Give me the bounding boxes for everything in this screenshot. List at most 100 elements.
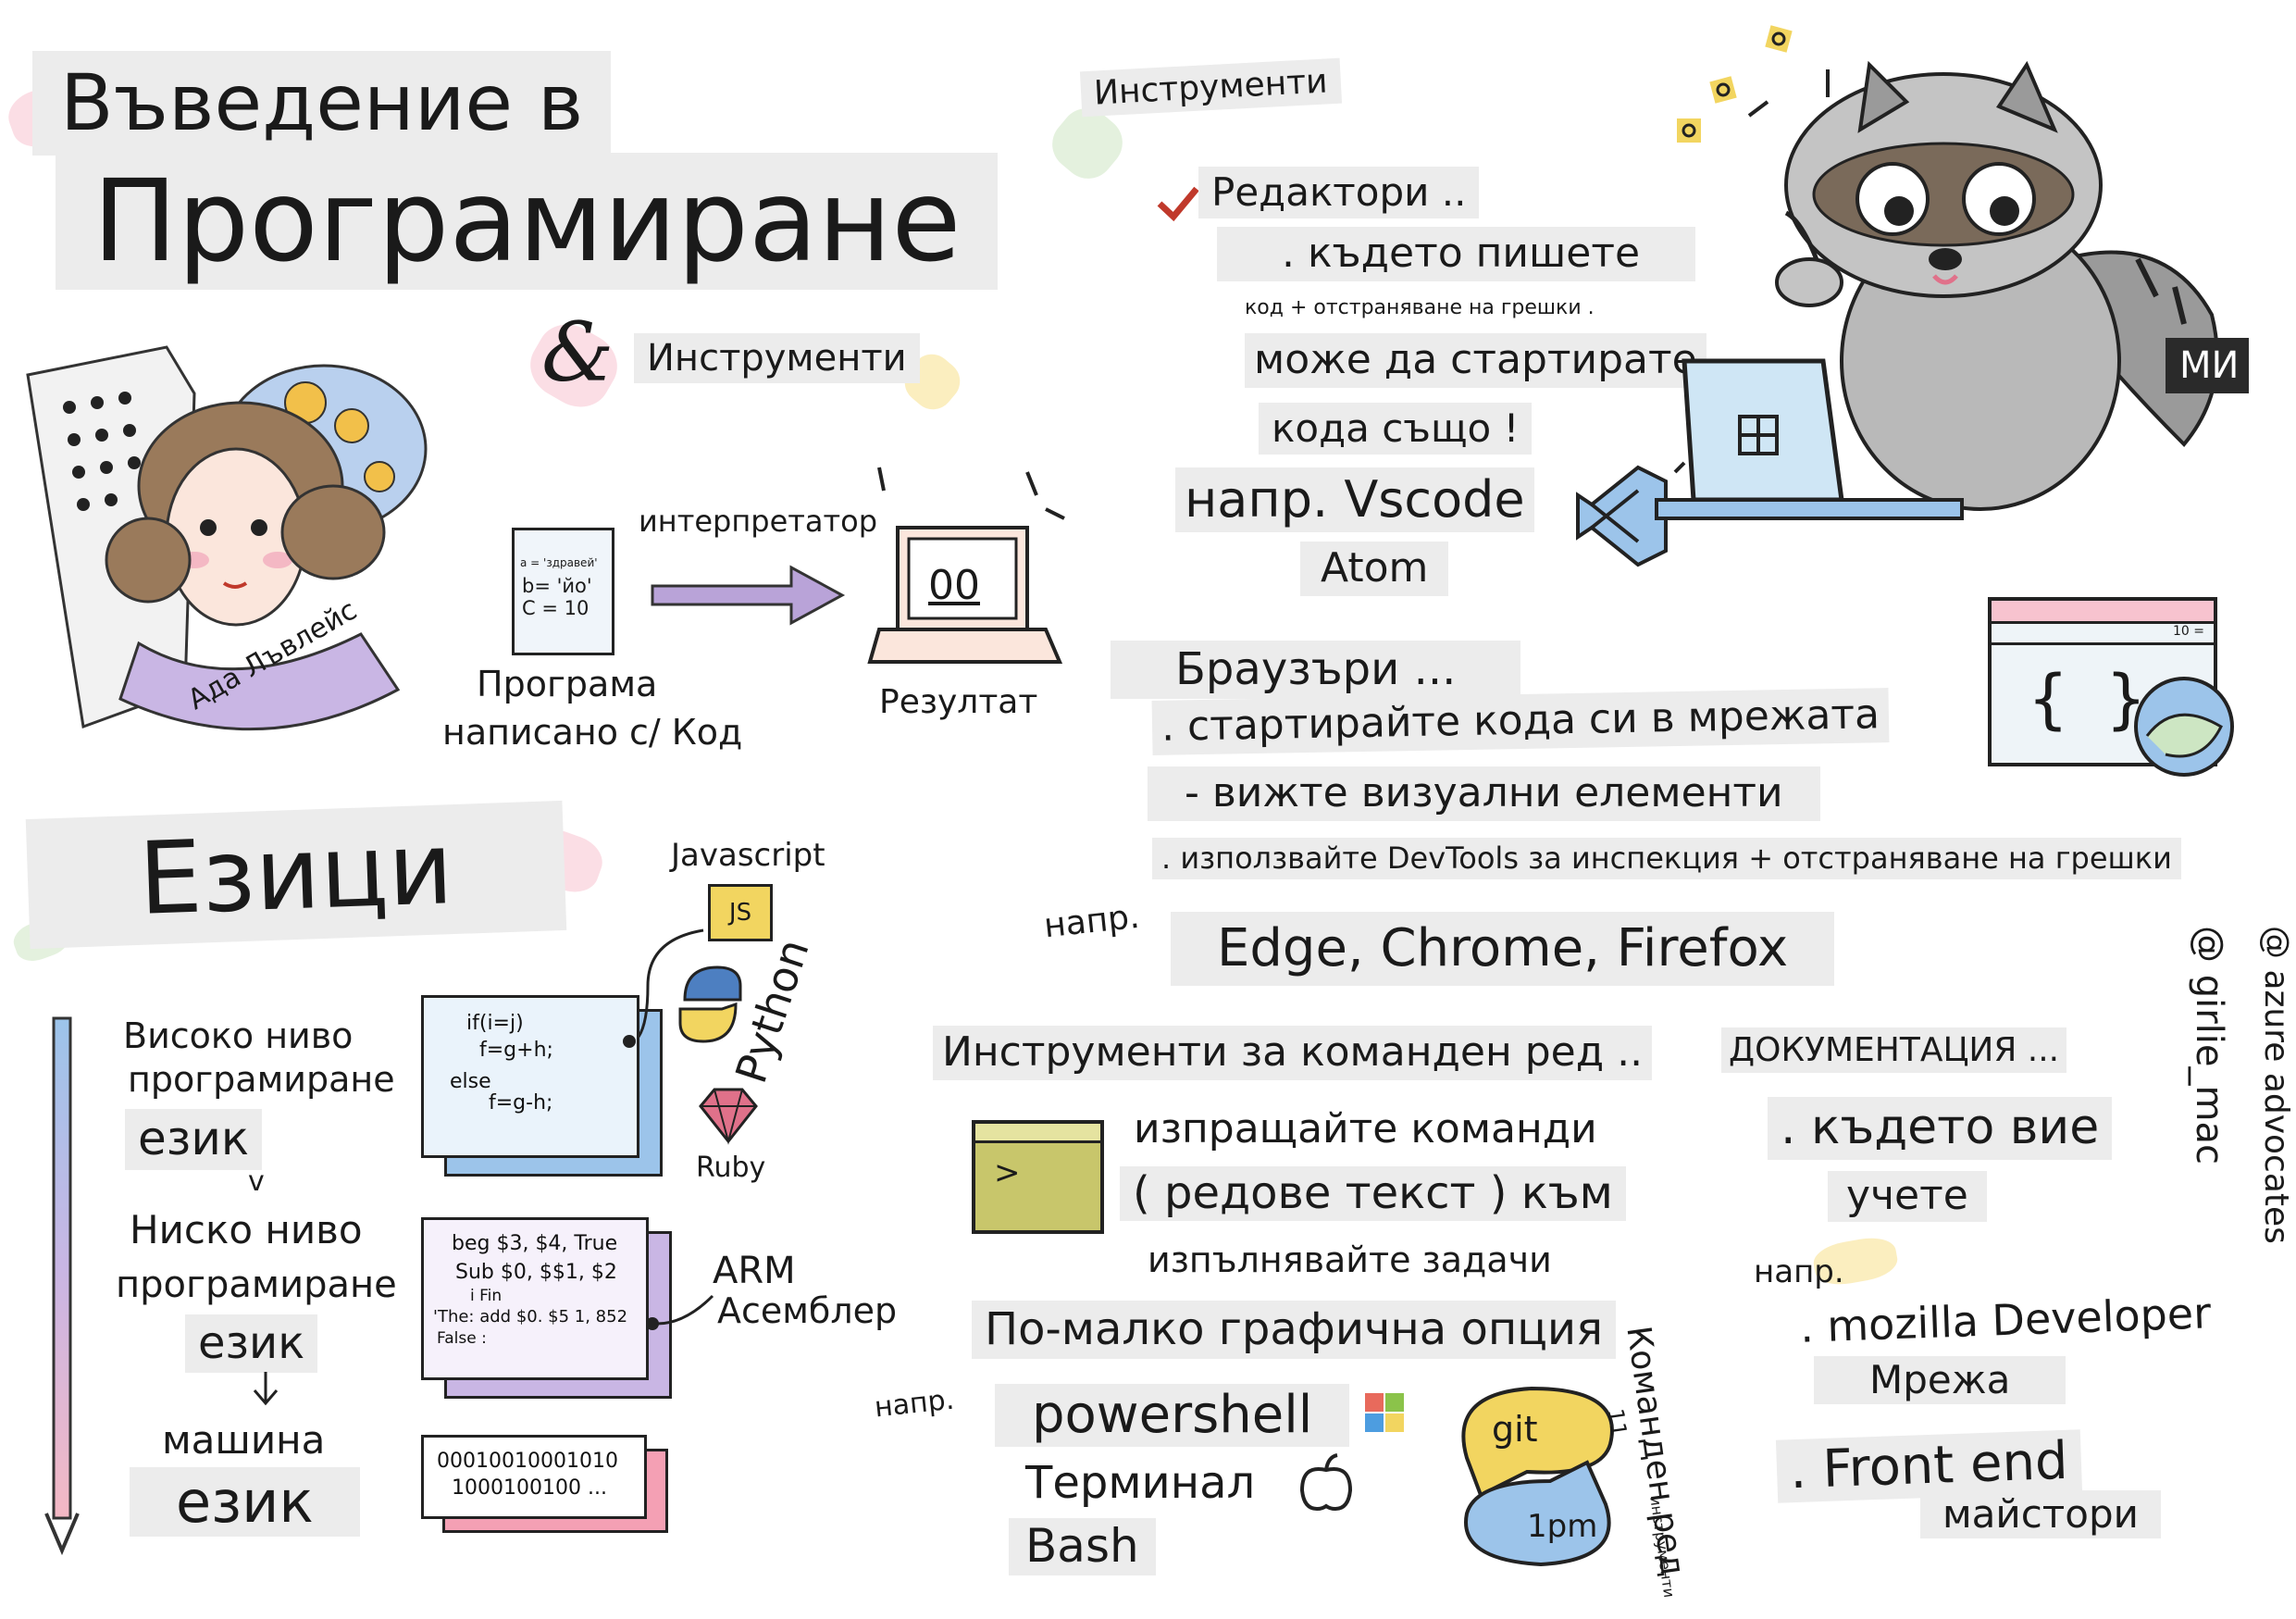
editors-heading: Редактори .. bbox=[1198, 167, 1480, 219]
vscode-label: Vscode bbox=[1344, 470, 1525, 529]
machine-code-card: 00010010001010 1000100100 ... bbox=[421, 1435, 647, 1519]
atom-label: Atom bbox=[1300, 542, 1449, 596]
edge-browser-icon bbox=[2134, 677, 2234, 777]
machine-line2: език bbox=[130, 1467, 360, 1538]
code-line: i Fin bbox=[470, 1287, 503, 1306]
code-line: if(i=j) bbox=[466, 1012, 524, 1035]
tools-section-label: Инструменти bbox=[1079, 57, 1342, 118]
python-icon bbox=[678, 965, 742, 1043]
docs-line1: . където вие bbox=[1768, 1097, 2113, 1160]
browsers-line3: . използвайте DevTools за инспекция + от… bbox=[1152, 838, 2181, 879]
ada-lovelace-illustration bbox=[26, 345, 428, 731]
interpreter-label: интерпретатор bbox=[639, 504, 878, 539]
chat-bubbles-icon bbox=[1461, 1386, 1614, 1567]
low-level-line3: език bbox=[185, 1314, 318, 1374]
languages-heading: Езици bbox=[25, 800, 566, 950]
editors-line4: кода също ! bbox=[1259, 403, 1533, 455]
browsers-heading: Браузъри ... bbox=[1111, 641, 1521, 700]
powershell-label: powershell bbox=[995, 1384, 1350, 1448]
ruby-icon bbox=[699, 1088, 758, 1145]
machine-line1: машина bbox=[162, 1417, 326, 1463]
docs-example1: . mozilla Developer bbox=[1799, 1288, 2212, 1352]
javascript-icon: JS bbox=[708, 884, 773, 941]
down-arrow-icon bbox=[253, 1372, 279, 1406]
code-line: beg $3, $4, True bbox=[452, 1232, 618, 1255]
terminal-icon: > bbox=[972, 1120, 1104, 1234]
credit-azure-advocates: @ azure advocates bbox=[2257, 926, 2295, 1244]
program-label-line2: написано с/ Код bbox=[442, 712, 743, 753]
page-title: Програмиране bbox=[56, 153, 999, 291]
windows-logo-icon bbox=[1365, 1393, 1404, 1432]
terminal-prompt-symbol: > bbox=[994, 1154, 1021, 1191]
docs-eg-label: напр. bbox=[1754, 1253, 1844, 1290]
assembler-label: Асемблер bbox=[717, 1290, 898, 1331]
editors-line1: . където пишете bbox=[1217, 227, 1696, 281]
program-file-line: C = 10 bbox=[522, 597, 590, 619]
cli-line3: изпълнявайте задачи bbox=[1148, 1239, 1552, 1280]
terminal-label: Терминал bbox=[1025, 1457, 1256, 1509]
code-line: 'The: add $0. $5 1, 852 bbox=[433, 1307, 628, 1327]
credit-girlie-mac: @ girlie_mac bbox=[2188, 926, 2230, 1164]
high-level-line2: програмиране bbox=[128, 1059, 395, 1100]
result-label: Резултат bbox=[879, 683, 1038, 721]
high-level-line3: език bbox=[125, 1109, 263, 1170]
cli-line4: По-малко графична опция bbox=[972, 1301, 1616, 1360]
editors-example-prefix: напр. bbox=[1185, 470, 1329, 529]
browsers-line1: . стартирайте кода си в мрежата bbox=[1151, 688, 1890, 755]
apple-logo-icon bbox=[1299, 1453, 1353, 1512]
curly-braces-icon: { } bbox=[2029, 661, 2146, 737]
low-level-line2: програмиране bbox=[116, 1264, 397, 1306]
code-line: Sub $0, $$1, $2 bbox=[455, 1260, 617, 1284]
browsers-eg-label: напр. bbox=[1042, 897, 1142, 946]
bash-label: Bash bbox=[1009, 1518, 1156, 1575]
javascript-label: Javascript bbox=[671, 837, 825, 874]
editors-line2: код + отстраняване на грешки . bbox=[1245, 296, 1595, 319]
gradient-scale-arrow bbox=[44, 1016, 80, 1556]
ampersand: & bbox=[541, 305, 614, 400]
arm-label: ARM bbox=[713, 1250, 796, 1292]
cli-eg-label: напр. bbox=[873, 1383, 956, 1425]
browser-address-bar: 10 = bbox=[1992, 624, 2214, 645]
code-line: 00010010001010 bbox=[437, 1450, 618, 1473]
browser-tab-bar bbox=[1992, 601, 2214, 624]
cli-side-number: 11 bbox=[1602, 1406, 1632, 1439]
interpreter-arrow bbox=[651, 565, 846, 626]
checkmark-icon bbox=[1157, 186, 1199, 222]
title-line1: Въведение в bbox=[32, 51, 612, 156]
program-label-line1: Програма bbox=[477, 664, 658, 704]
tools-heading: Инструменти bbox=[634, 333, 920, 383]
git-bubble-text: git bbox=[1492, 1409, 1538, 1450]
editors-example1: напр. Vscode bbox=[1175, 467, 1534, 533]
docs-heading: ДОКУМЕНТАЦИЯ ... bbox=[1721, 1027, 2067, 1074]
terminal-titlebar bbox=[975, 1124, 1100, 1143]
connector-lines bbox=[623, 928, 714, 1330]
bubble-time-text: 1pm bbox=[1527, 1508, 1598, 1545]
cli-heading: Инструменти за команден ред .. bbox=[933, 1026, 1653, 1080]
high-level-code-card: if(i=j) f=g+h; else f=g-h; bbox=[421, 995, 639, 1158]
code-line: f=g+h; bbox=[479, 1038, 553, 1062]
low-level-line1: Ниско ниво bbox=[130, 1207, 363, 1252]
cli-line1: изпращайте команди bbox=[1134, 1105, 1597, 1152]
code-line: 1000100100 ... bbox=[452, 1476, 607, 1500]
program-file-line: b= 'йо' bbox=[522, 575, 592, 597]
code-line: else bbox=[450, 1070, 491, 1094]
browsers-line2: - вижте визуални елементи bbox=[1148, 766, 1820, 821]
editors-line3: може да стартирате bbox=[1245, 333, 1706, 388]
ruby-label: Ruby bbox=[696, 1152, 766, 1184]
program-file-line: a = 'здравей' bbox=[520, 556, 598, 569]
screen-output-text: 00 bbox=[928, 562, 980, 609]
docs-line2: учете bbox=[1828, 1171, 1987, 1222]
program-file-icon: a = 'здравей' b= 'йо' C = 10 bbox=[512, 528, 614, 655]
raccoon-badge-text: МИ bbox=[2179, 344, 2240, 387]
laptop-result-icon bbox=[867, 467, 1065, 664]
browsers-examples: Edge, Chrome, Firefox bbox=[1171, 912, 1835, 987]
code-line: f=g-h; bbox=[489, 1090, 553, 1115]
docs-example2: Мрежа bbox=[1814, 1356, 2066, 1405]
docs-line4: майстори bbox=[1920, 1490, 2161, 1539]
high-level-line1: Високо ниво bbox=[123, 1015, 354, 1056]
low-level-code-card: beg $3, $4, True Sub $0, $$1, $2 i Fin '… bbox=[421, 1217, 649, 1380]
code-line: False : bbox=[437, 1328, 487, 1348]
raccoon-mascot-illustration bbox=[1655, 25, 2249, 520]
cli-line2: ( редове текст ) към bbox=[1120, 1166, 1626, 1222]
versus-mark: v bbox=[248, 1165, 265, 1198]
